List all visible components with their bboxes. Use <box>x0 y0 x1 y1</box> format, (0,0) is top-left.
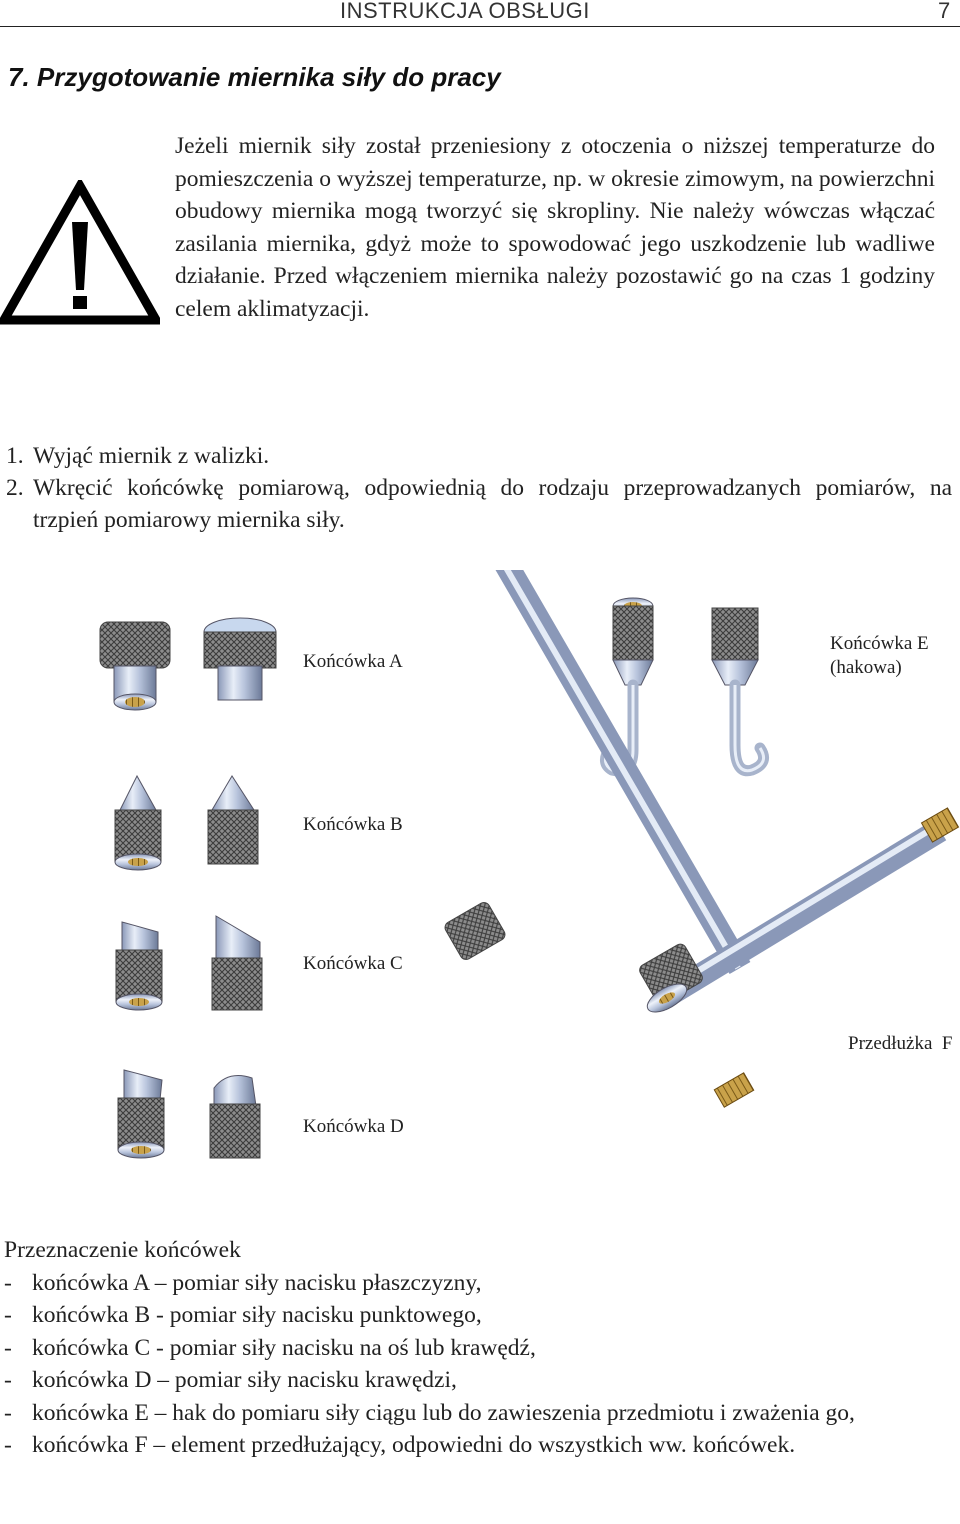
warning-text: Jeżeli miernik siły został przeniesiony … <box>175 133 935 322</box>
tip-d-left <box>117 1069 165 1159</box>
purpose-text: końcówka A – pomiar siły nacisku płaszcz… <box>32 1269 482 1296</box>
tip-a-right <box>203 617 277 701</box>
steps-list: 1. Wyjąć miernik z walizki. 2. Wkręcić k… <box>6 440 952 536</box>
purpose-item: - końcówka D – pomiar siły nacisku krawę… <box>4 1364 954 1397</box>
warning-triangle-icon <box>0 176 164 335</box>
tips-figure: Końcówka A Końcówka E (hakowa) Końcówka … <box>0 495 960 1210</box>
tip-c-right <box>211 915 263 1011</box>
extension-f-rod-2 <box>639 807 960 1013</box>
tip-b-right <box>207 775 259 865</box>
step-text: Wkręcić końcówkę pomiarową, odpowiednią … <box>33 475 952 533</box>
tips-illustration <box>99 495 960 1159</box>
page-header: INSTRUKCJA OBSŁUGI 7 <box>0 0 960 27</box>
purpose-dash: - <box>4 1302 12 1328</box>
label-tip-b: Końcówka B <box>303 814 403 835</box>
label-tip-a: Końcówka A <box>303 651 403 672</box>
purpose-dash: - <box>4 1432 12 1458</box>
label-tip-d: Końcówka D <box>303 1116 404 1137</box>
label-tip-e: Końcówka E (hakowa) <box>830 632 929 680</box>
tips-purpose-section: Przeznaczenie końcówek - końcówka A – po… <box>4 1234 954 1462</box>
step-number: 2. <box>6 475 24 501</box>
purpose-item: - końcówka E – hak do pomiaru siły ciągu… <box>4 1397 954 1430</box>
label-extension-f: Przedłużka F <box>848 1033 953 1054</box>
purpose-text: końcówka B - pomiar siły nacisku punktow… <box>32 1302 482 1328</box>
purpose-text: końcówka F – element przedłużający, odpo… <box>32 1432 796 1458</box>
label-tip-c: Końcówka C <box>303 953 403 974</box>
purpose-dash: - <box>4 1334 12 1361</box>
purpose-dash: - <box>4 1269 12 1296</box>
purpose-dash: - <box>4 1399 12 1426</box>
tip-d-right <box>209 1075 261 1159</box>
tip-b-left <box>114 774 162 871</box>
label-tip-e-line1: Końcówka E <box>830 633 929 654</box>
purpose-item: - końcówka A – pomiar siły nacisku płasz… <box>4 1267 954 1300</box>
step-text: Wyjąć miernik z walizki. <box>33 443 270 469</box>
header-title: INSTRUKCJA OBSŁUGI <box>340 0 590 23</box>
step-item: 1. Wyjąć miernik z walizki. <box>6 440 952 472</box>
extension-f-rod <box>444 495 755 1108</box>
purpose-text: końcówka D – pomiar siły nacisku krawędz… <box>32 1367 457 1393</box>
purpose-text: końcówka E – hak do pomiaru siły ciągu l… <box>32 1399 855 1426</box>
purpose-item: - końcówka C - pomiar siły nacisku na oś… <box>4 1332 954 1365</box>
step-number: 1. <box>6 443 24 469</box>
purpose-item: - końcówka B - pomiar siły nacisku punkt… <box>4 1299 954 1332</box>
tip-a-left <box>99 621 171 711</box>
purpose-title: Przeznaczenie końcówek <box>4 1237 241 1263</box>
page-number: 7 <box>938 0 951 23</box>
label-tip-e-line2: (hakowa) <box>830 657 902 678</box>
purpose-dash: - <box>4 1367 12 1393</box>
purpose-item: - końcówka F – element przedłużający, od… <box>4 1429 954 1462</box>
tip-c-left <box>115 921 163 1011</box>
section-title: 7. Przygotowanie miernika siły do pracy <box>8 62 501 92</box>
purpose-text: końcówka C - pomiar siły nacisku na oś l… <box>32 1334 536 1361</box>
step-item: 2. Wkręcić końcówkę pomiarową, odpowiedn… <box>6 472 952 536</box>
tip-e-hook-right <box>711 607 770 777</box>
